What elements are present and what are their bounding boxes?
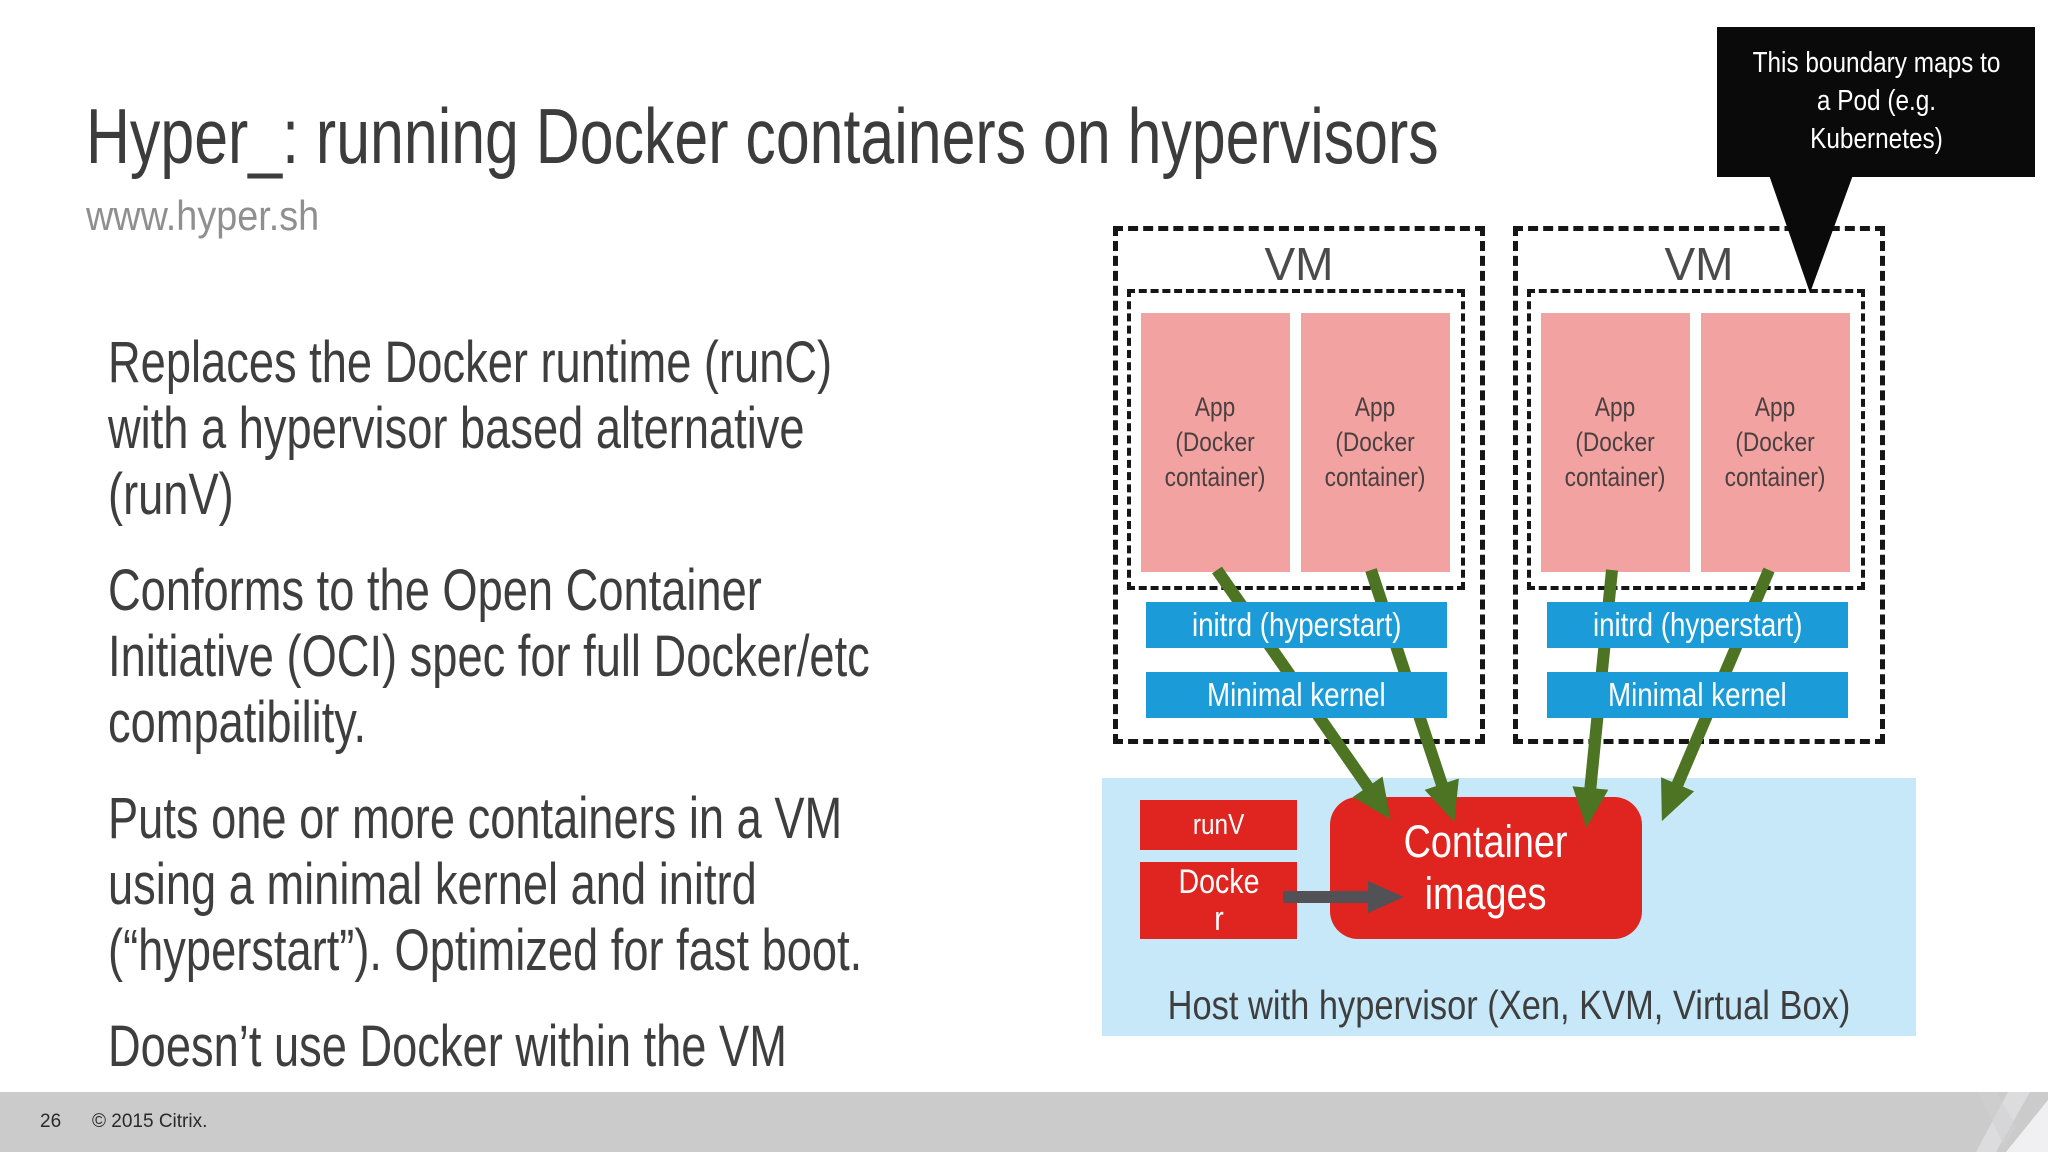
kernel-bar-1: Minimal kernel: [1146, 672, 1447, 718]
bullet-no-docker-in-vm: Doesn’t use Docker within the VM: [108, 1014, 787, 1079]
app-container-box-1: App (Docker container): [1141, 313, 1290, 572]
page-number: 26: [40, 1111, 62, 1132]
initrd-bar-2: initrd (hyperstart): [1547, 602, 1848, 648]
docker-label: Docker: [1178, 862, 1259, 938]
initrd-label: initrd (hyperstart): [1592, 606, 1803, 643]
kernel-label: Minimal kernel: [1608, 676, 1787, 713]
pod-callout: This boundary maps to a Pod (e.g. Kubern…: [1717, 27, 2035, 177]
vm2-label: VM: [1664, 238, 1734, 290]
initrd-bar-1: initrd (hyperstart): [1146, 602, 1447, 648]
app-label: App (Docker container): [1725, 391, 1826, 493]
docker-box: Docker: [1140, 862, 1297, 939]
container-images-label: Container images: [1404, 816, 1568, 919]
host-label: Host with hypervisor (Xen, KVM, Virtual …: [1167, 982, 1851, 1028]
callout-text: This boundary maps to a Pod (e.g. Kubern…: [1752, 47, 2000, 155]
bullet-oci-spec: Conforms to the Open Container Initiativ…: [108, 558, 870, 755]
kernel-label: Minimal kernel: [1207, 676, 1386, 713]
bullet-list: Replaces the Docker runtime (runC) with …: [108, 330, 919, 1110]
vm1-label: VM: [1264, 238, 1334, 290]
app-container-box-3: App (Docker container): [1541, 313, 1690, 572]
container-images-box: Container images: [1330, 797, 1642, 939]
app-container-box-4: App (Docker container): [1701, 313, 1850, 572]
runv-label: runV: [1192, 808, 1245, 841]
app-label: App (Docker container): [1165, 391, 1266, 493]
initrd-label: initrd (hyperstart): [1191, 606, 1402, 643]
subtitle-url: www.hyper.sh: [86, 192, 320, 239]
bullet-replaces-runtime: Replaces the Docker runtime (runC) with …: [108, 330, 833, 527]
footer-bar: 26 © 2015 Citrix.: [0, 1092, 2048, 1152]
bullet-containers-in-vm: Puts one or more containers in a VM usin…: [108, 786, 863, 983]
runv-box: runV: [1140, 800, 1297, 850]
app-label: App (Docker container): [1325, 391, 1426, 493]
copyright: © 2015 Citrix.: [92, 1111, 208, 1132]
app-container-box-2: App (Docker container): [1301, 313, 1450, 572]
app-label: App (Docker container): [1565, 391, 1666, 493]
page-title: Hyper_: running Docker containers on hyp…: [86, 92, 1439, 180]
citrix-logo-mark: [1976, 1092, 2048, 1152]
kernel-bar-2: Minimal kernel: [1547, 672, 1848, 718]
